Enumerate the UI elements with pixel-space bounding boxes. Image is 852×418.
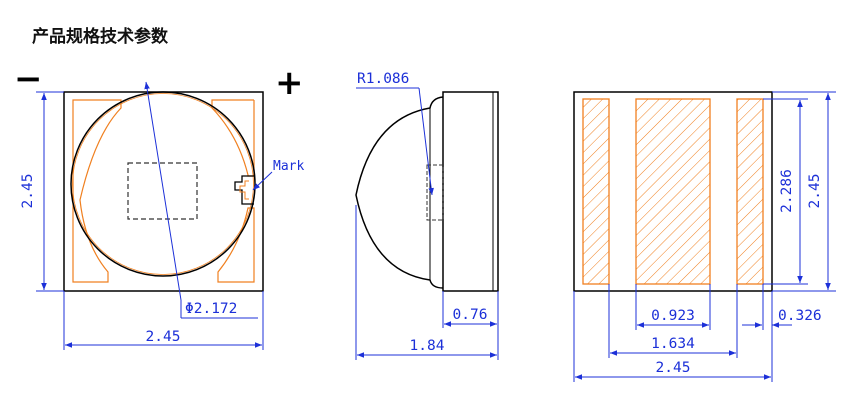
top-width-dim: 2.45 <box>146 329 181 345</box>
side-view-base <box>442 91 499 292</box>
pad-height-dim: 2.286 <box>779 169 795 213</box>
bottom-height-dim: 2.45 <box>807 174 823 209</box>
side-view-dome <box>355 96 444 289</box>
center-pad <box>635 98 711 285</box>
right-pad <box>736 98 764 285</box>
pad-span-dim: 1.634 <box>651 336 695 352</box>
left-pad <box>582 98 610 285</box>
mark-notch <box>234 175 254 205</box>
bottom-view-body <box>573 91 773 292</box>
chip-outline <box>127 162 198 220</box>
side-view: R1.086 0.76 1.84 <box>355 71 499 360</box>
mark-label: Mark <box>273 159 304 174</box>
center-pad-dim: 0.923 <box>651 308 695 324</box>
side-pad-dim: 0.326 <box>778 308 822 324</box>
top-height-dim: 2.45 <box>20 174 36 209</box>
side-height-dim: 1.84 <box>410 338 445 354</box>
page-title: 产品规格技术参数 <box>32 26 169 47</box>
bottom-width-dim: 2.45 <box>656 360 691 376</box>
top-view: − + Mark Φ2.172 2.45 2.45 <box>14 59 304 350</box>
bottom-view: 2.286 2.45 0.923 0.326 1.634 2.45 <box>573 91 836 382</box>
side-base-dim: 0.76 <box>453 307 488 323</box>
top-right-pad <box>211 99 255 283</box>
top-view-lens <box>70 91 256 277</box>
plus-sign: + <box>275 63 304 103</box>
lens-diameter-dim: Φ2.172 <box>185 301 237 317</box>
radius-dim: R1.086 <box>357 71 409 87</box>
top-left-pad <box>72 99 122 283</box>
minus-sign: − <box>14 59 43 99</box>
